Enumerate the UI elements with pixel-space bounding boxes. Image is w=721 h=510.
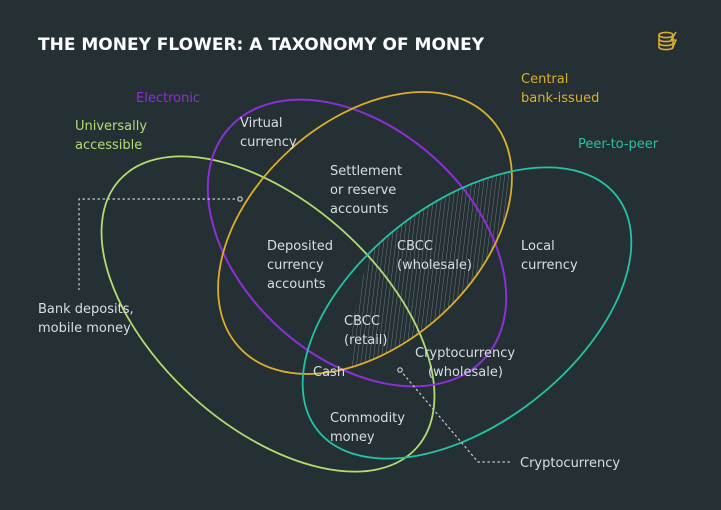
region-deposited-currency-accounts: Deposited currency accounts — [267, 239, 337, 292]
region-cryptocurrency-wholesale: Cryptocurrency (wholesale) — [415, 346, 519, 380]
cbcc-hatched-region — [314, 167, 567, 430]
universally-accessible-set-ellipse — [100, 155, 436, 473]
region-local-currency: Local currency — [521, 239, 578, 273]
callout-cryptocurrency-label: Cryptocurrency — [520, 456, 620, 471]
set-label-central-bank-issued: Central bank-issued — [521, 72, 599, 106]
callout-bank-deposits-label: Bank deposits, mobile money — [38, 302, 138, 336]
set-label-electronic: Electronic — [136, 91, 200, 106]
region-commodity-money: Commodity money — [330, 411, 409, 445]
region-cash: Cash — [313, 365, 345, 380]
electronic-set-ellipse — [206, 98, 508, 388]
region-cbcc-wholesale: CBCC (wholesale) — [397, 239, 472, 273]
central-bank-issued-set-ellipse — [217, 91, 513, 375]
callout-bank-deposits-leader — [78, 196, 243, 290]
region-virtual-currency: Virtual currency — [240, 116, 297, 150]
set-label-universally-accessible: Universally accessible — [75, 119, 151, 153]
callout-cryptocurrency-leader — [397, 367, 512, 463]
region-cbcc-retail: CBCC (retail) — [344, 314, 388, 348]
coin-stack-lightning-logo — [658, 31, 677, 51]
peer-to-peer-set-ellipse — [301, 166, 633, 460]
diagram-title: THE MONEY FLOWER: A TAXONOMY OF MONEY — [38, 35, 485, 55]
region-settlement-accounts: Settlement or reserve accounts — [330, 164, 406, 217]
set-label-peer-to-peer: Peer-to-peer — [578, 137, 659, 152]
